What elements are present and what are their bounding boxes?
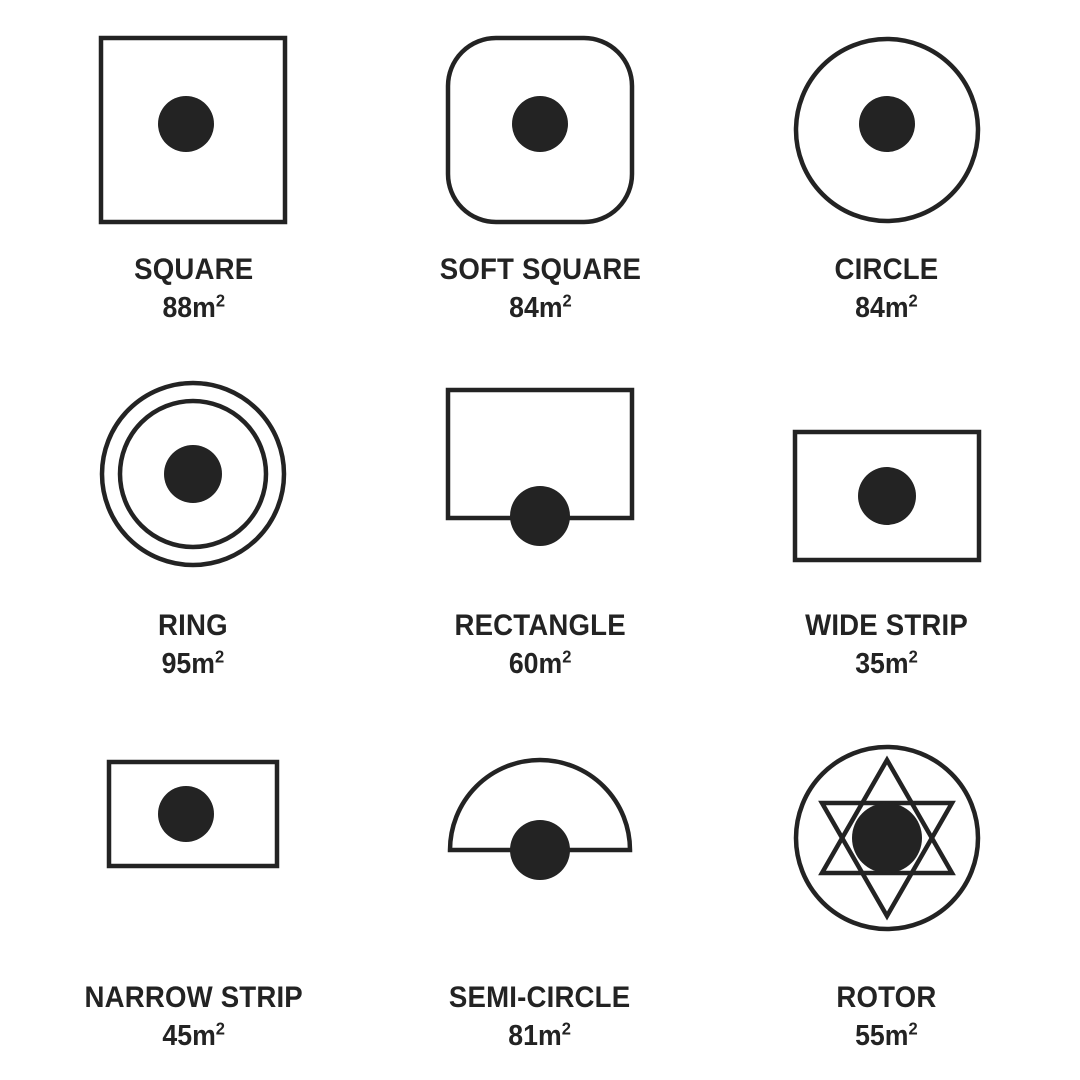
soft-square-figure <box>415 14 665 247</box>
semi-circle-figure <box>415 718 665 955</box>
center-dot <box>158 786 215 842</box>
soft-square-caption: SOFT SQUARE 84m2 <box>431 253 650 325</box>
shape-value: 88m2 <box>162 289 225 324</box>
shape-label: SQUARE <box>133 253 253 286</box>
shape-card-semi-circle[interactable]: SEMI-CIRCLE 81m2 <box>367 718 714 1070</box>
shape-label: RECTANGLE <box>454 609 626 642</box>
shape-value: 60m2 <box>508 645 572 680</box>
narrow-strip-caption: NARROW STRIP 45m2 <box>75 981 312 1053</box>
center-dot <box>857 467 916 525</box>
shape-value: 84m2 <box>508 289 572 324</box>
shape-label: CIRCLE <box>834 253 939 286</box>
center-dot <box>858 96 915 152</box>
shape-label: SEMI-CIRCLE <box>449 981 631 1014</box>
rotor-hexagram-icon <box>793 744 980 932</box>
semi-circle-caption: SEMI-CIRCLE 81m2 <box>441 981 638 1053</box>
rectangle-caption: RECTANGLE 60m2 <box>447 609 633 681</box>
ring-caption: RING 95m2 <box>155 609 231 681</box>
edge-dot <box>509 486 570 546</box>
shape-value: 84m2 <box>855 289 918 324</box>
shape-label: NARROW STRIP <box>84 981 303 1014</box>
shape-label: WIDE STRIP <box>805 609 969 642</box>
rotor-caption: ROTOR 55m2 <box>832 981 941 1053</box>
rotor-figure <box>762 718 1012 955</box>
circle-caption: CIRCLE 84m2 <box>830 253 943 325</box>
center-dot <box>164 445 223 503</box>
rounded-square-outline-icon <box>445 35 635 225</box>
shape-label: RING <box>158 609 229 642</box>
circle-outline-icon <box>793 36 980 224</box>
shape-card-narrow-strip[interactable]: NARROW STRIP 45m2 <box>20 718 367 1070</box>
rectangle-outline-icon <box>445 387 635 546</box>
ring-outline-icon <box>100 380 287 568</box>
shape-value: 45m2 <box>162 1017 225 1052</box>
center-dot <box>851 803 922 873</box>
shape-label: ROTOR <box>836 981 937 1014</box>
wide-strip-caption: WIDE STRIP 35m2 <box>798 609 975 681</box>
square-outline-icon <box>99 35 288 225</box>
shape-card-rotor[interactable]: ROTOR 55m2 <box>713 718 1060 1070</box>
narrow-rectangle-outline-icon <box>107 759 280 869</box>
shape-value: 35m2 <box>855 645 918 680</box>
rectangle-figure <box>415 366 665 591</box>
shape-value: 81m2 <box>508 1017 572 1052</box>
shape-card-square[interactable]: SQUARE 88m2 <box>20 14 367 366</box>
square-caption: SQUARE 88m2 <box>129 253 259 325</box>
edge-dot <box>509 820 570 880</box>
shape-card-rectangle[interactable]: RECTANGLE 60m2 <box>367 366 714 718</box>
wide-rectangle-outline-icon <box>792 429 981 563</box>
shape-card-wide-strip[interactable]: WIDE STRIP 35m2 <box>713 366 1060 718</box>
wide-strip-figure <box>762 366 1012 591</box>
shape-label: SOFT SQUARE <box>439 253 641 286</box>
shape-value: 95m2 <box>162 645 225 680</box>
center-dot <box>511 96 568 152</box>
shape-card-circle[interactable]: CIRCLE 84m2 <box>713 14 1060 366</box>
narrow-strip-figure <box>68 718 318 955</box>
ring-figure <box>68 366 318 591</box>
circle-figure <box>762 14 1012 247</box>
center-dot <box>158 96 215 152</box>
semicircle-outline-icon <box>447 757 633 880</box>
shape-card-soft-square[interactable]: SOFT SQUARE 84m2 <box>367 14 714 366</box>
shape-value: 55m2 <box>855 1017 918 1052</box>
shape-card-ring[interactable]: RING 95m2 <box>20 366 367 718</box>
square-figure <box>68 14 318 247</box>
